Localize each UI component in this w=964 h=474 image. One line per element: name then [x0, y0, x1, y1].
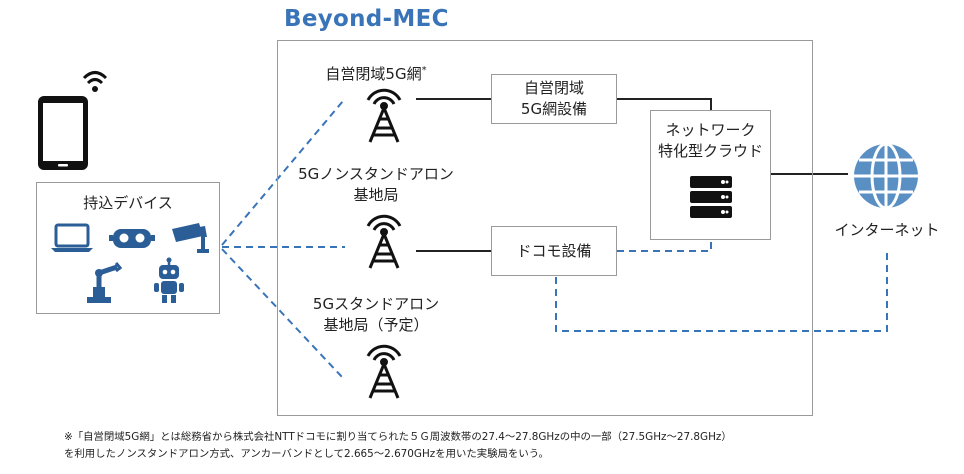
link-private-equip-cloud — [617, 98, 712, 110]
docomo-equipment-label: ドコモ設備 — [516, 241, 592, 260]
antenna-tower-icon-private5g — [366, 88, 402, 143]
wireless-link-sa — [221, 248, 344, 379]
robot-arm-icon — [87, 262, 123, 303]
antenna-tower-icon-nsa — [366, 214, 402, 269]
station-sa-line2: 基地局（予定） — [323, 316, 429, 334]
wireless-link-private5g — [221, 100, 344, 246]
antenna-tower-icon-sa — [366, 344, 402, 399]
network-cloud-box: ネットワーク 特化型クラウド — [650, 110, 771, 240]
docomo-equipment-box: ドコモ設備 — [491, 226, 617, 276]
private-5g-equipment-line2: 5G網設備 — [520, 100, 588, 118]
devices-label: 持込デバイス — [83, 194, 173, 212]
footnote-line1: ※「自営閉域5G網」とは総務省から株式会社NTTドコモに割り当てられた５Ｇ周波数… — [64, 431, 732, 443]
devices-box: 持込デバイス — [36, 182, 220, 314]
private-5g-equipment-box: 自営閉域 5G網設備 — [491, 74, 617, 124]
server-icon — [689, 176, 732, 218]
beyond-mec-frame — [277, 40, 813, 416]
laptop-icon — [51, 223, 93, 252]
station-sa-line1: 5Gスタンドアロン — [312, 295, 440, 313]
robot-icon — [154, 257, 184, 303]
vr-headset-icon — [109, 229, 155, 248]
station-label-sa: 5Gスタンドアロン 基地局（予定） — [290, 294, 462, 336]
footnote-mark: * — [421, 65, 427, 76]
tablet-icon — [38, 71, 108, 170]
internet-label: インターネット — [834, 221, 940, 239]
diagram-title: Beyond-MEC — [284, 6, 449, 32]
security-camera-icon — [172, 223, 209, 253]
link-docomo-cloud — [617, 240, 712, 252]
globe-icon — [854, 142, 918, 210]
station-label-nsa: 5Gノンスタンドアロン 基地局 — [290, 164, 462, 206]
network-cloud-line1: ネットワーク — [665, 121, 756, 139]
station-nsa-line1: 5Gノンスタンドアロン — [298, 165, 454, 183]
station-nsa-line2: 基地局 — [353, 186, 399, 204]
footnote-line2: を利用したノンスタンドアロン方式、アンカーバンドとして2.665～2.670GH… — [64, 448, 549, 460]
private-5g-equipment-line1: 自営閉域 — [523, 79, 584, 97]
station-private5g-name: 自営閉域5G網 — [325, 65, 422, 83]
link-docomo-internet — [555, 250, 888, 332]
network-cloud-line2: 特化型クラウド — [657, 142, 763, 160]
station-label-private5g: 自営閉域5G網* — [296, 60, 456, 85]
